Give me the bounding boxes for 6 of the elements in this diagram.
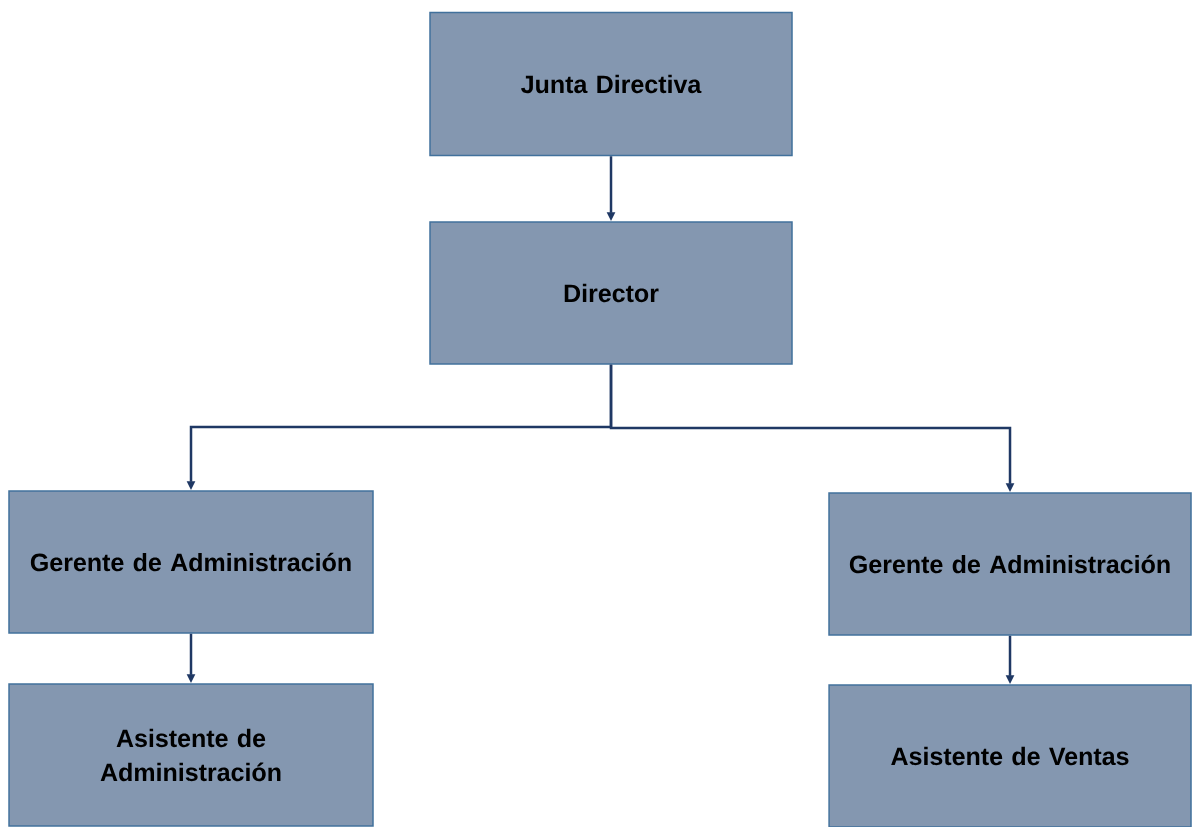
org-box: Gerente de Administración — [8, 490, 374, 634]
org-box: Asistente de Administración — [8, 683, 374, 827]
org-box: Gerente de Administración — [828, 492, 1192, 636]
org-box: Asistente de Ventas — [828, 684, 1192, 827]
org-box: Junta Directiva — [429, 11, 793, 157]
org-box: Director — [429, 221, 793, 365]
